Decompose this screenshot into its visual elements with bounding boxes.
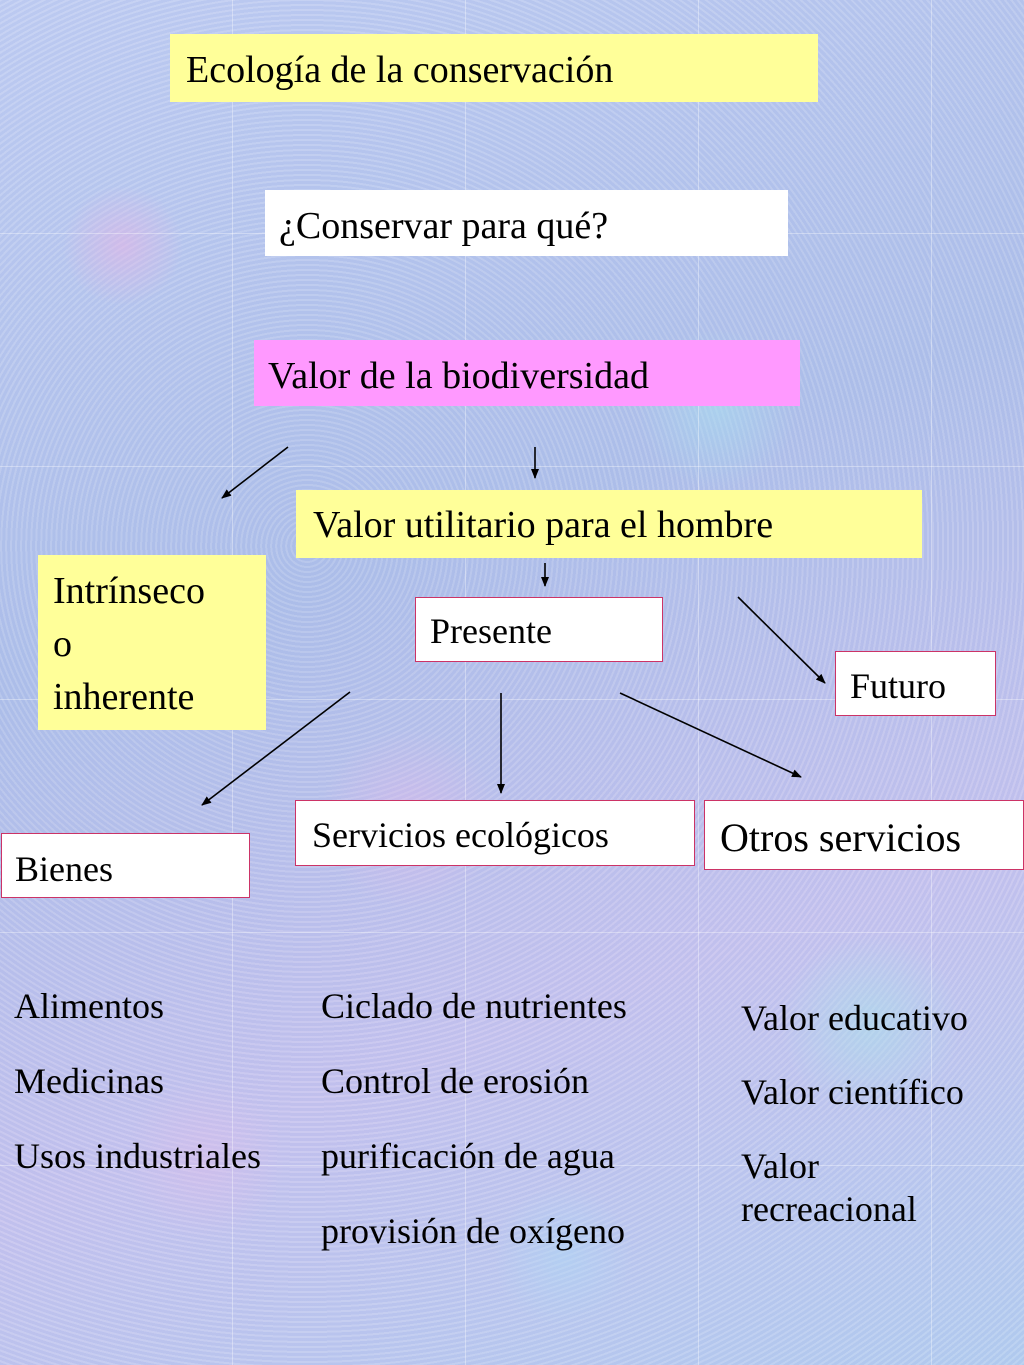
utilitarian-value-text: Valor utilitario para el hombre [313,504,774,546]
list-item: Medicinas [14,1061,164,1101]
present-text: Presente [430,611,552,651]
goods-text: Bienes [15,849,113,889]
intrinsic-line-1: Intrínseco [53,570,205,612]
question-text: ¿Conservar para qué? [279,205,609,247]
other-services-text: Otros servicios [720,815,962,860]
background-gridline [465,0,466,1365]
question-box: ¿Conservar para qué? [265,190,788,256]
background-gridline [0,932,1024,933]
intrinsic-line-3: inherente [53,676,195,719]
list-item: Valor educativo [741,998,968,1038]
list-item: Usos industriales [14,1136,261,1176]
list-item: Alimentos [14,986,164,1026]
background-gridline [0,699,1024,700]
list-item: Valor científico [741,1072,964,1112]
intrinsic-line-2: o [53,623,72,666]
list-item: Valor recreacional [741,1146,917,1230]
future-text: Futuro [850,666,947,706]
goods-list: Alimentos Medicinas Usos industriales [14,985,261,1210]
background-gridline [0,1165,1024,1166]
ecological-services-list: Ciclado de nutrientes Control de erosión… [321,985,627,1285]
present-box: Presente [415,597,663,662]
future-box: Futuro [835,651,996,716]
arrow-to-future [737,596,826,684]
ecological-services-box: Servicios ecológicos [295,800,695,866]
other-services-list: Valor educativo Valor científico Valor r… [741,997,1001,1231]
intrinsic-value-box: Intrínseco o inherente [38,555,266,730]
list-item: provisión de oxígeno [321,1211,625,1251]
arrow-to-other-services [619,692,802,778]
title-box: Ecología de la conservación [170,34,818,102]
list-item: Ciclado de nutrientes [321,986,627,1026]
background-gridline [698,0,699,1365]
ecological-services-text: Servicios ecológicos [312,815,609,855]
list-item: purificación de agua [321,1136,615,1176]
list-item: Control de erosión [321,1061,589,1101]
arrow-to-goods [201,691,351,806]
arrow-to-intrinsic [221,446,289,499]
utilitarian-value-box: Valor utilitario para el hombre [296,490,922,558]
title-text: Ecología de la conservación [186,49,614,91]
biodiversity-value-text: Valor de la biodiversidad [268,355,649,397]
goods-box: Bienes [1,833,250,898]
other-services-box: Otros servicios [704,800,1024,870]
background-gridline [0,466,1024,467]
biodiversity-value-box: Valor de la biodiversidad [254,340,800,406]
